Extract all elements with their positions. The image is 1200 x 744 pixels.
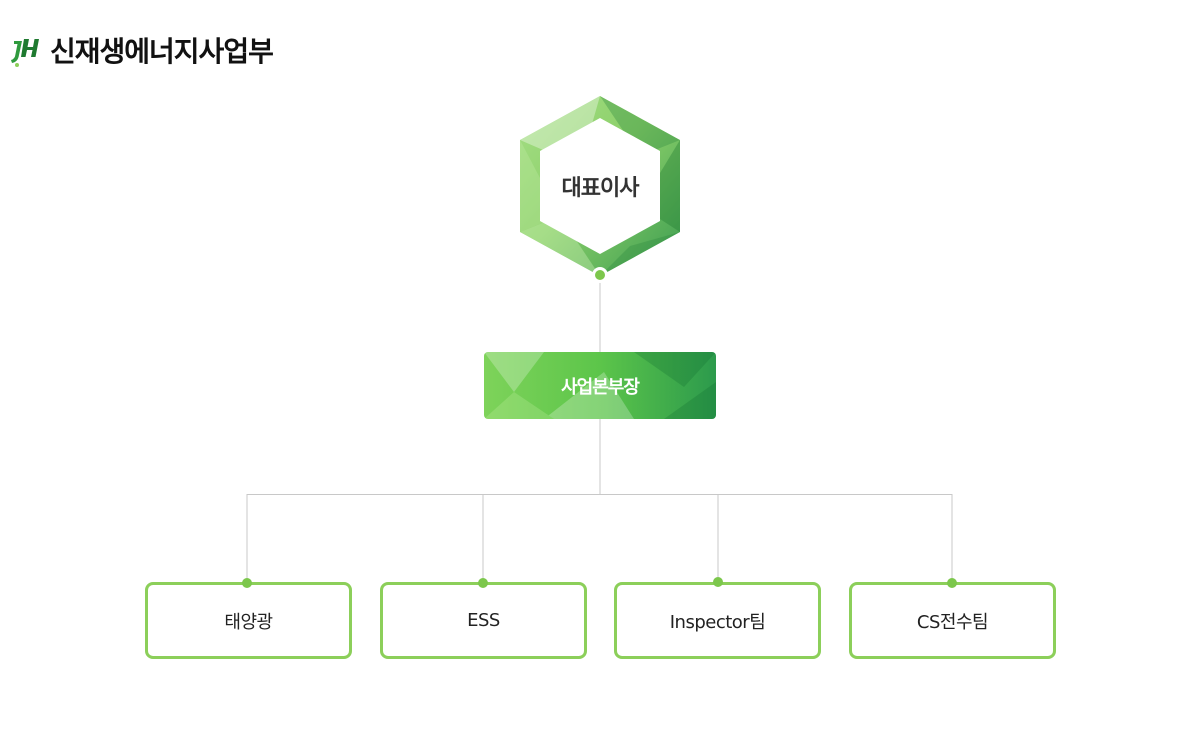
ceo-label: 대표이사 — [561, 176, 640, 201]
team-box-ess: ESS — [380, 582, 587, 659]
manager-node: 사업본부장 — [484, 352, 716, 419]
team-label: 태양광 — [224, 611, 273, 633]
team-connector-dot — [242, 578, 252, 588]
hs-logo-icon — [11, 39, 39, 67]
team-box-inspector: Inspector팀 — [614, 582, 821, 659]
team-label: Inspector팀 — [669, 611, 766, 633]
team-label: ESS — [467, 610, 500, 631]
team-connector-dot — [947, 578, 957, 588]
manager-label: 사업본부장 — [561, 376, 640, 398]
team-label: CS전수팀 — [916, 611, 989, 633]
page-header: 신재생에너지사업부 — [8, 32, 274, 72]
page-title: 신재생에너지사업부 — [50, 35, 274, 68]
team-connector-dot — [478, 578, 488, 588]
team-box-cs: CS전수팀 — [849, 582, 1056, 659]
manager-background — [484, 352, 716, 419]
ceo-hexagon-shape — [520, 96, 680, 276]
team-box-solar: 태양광 — [145, 582, 352, 659]
team-connector-dot — [713, 577, 723, 587]
ceo-node: 대표이사 — [520, 96, 680, 276]
ceo-connector-dot — [595, 270, 605, 280]
